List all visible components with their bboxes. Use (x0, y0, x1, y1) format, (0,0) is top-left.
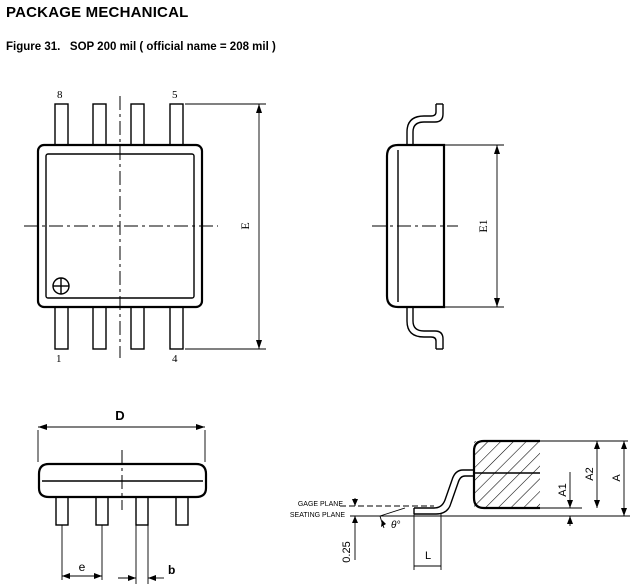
section-heading: PACKAGE MECHANICAL (6, 4, 189, 21)
front-body-outline (37, 462, 208, 499)
detail-body-section (472, 439, 540, 510)
pin-label-1: 1 (56, 353, 62, 365)
gage-plane-label: GAGE PLANE (298, 501, 343, 508)
dim-label-A: A (611, 474, 623, 482)
detail-lead (414, 469, 474, 509)
front-lead-2 (95, 496, 109, 526)
bottom-pin-2 (92, 306, 107, 350)
dim-label-D: D (115, 408, 124, 423)
bottom-pin-4 (169, 306, 184, 350)
pin-label-5: 5 (172, 89, 178, 101)
dim-label-E: E (238, 222, 252, 229)
side-body-outline (385, 143, 446, 309)
top-pin-7 (92, 103, 107, 146)
top-pin-5 (169, 103, 184, 146)
bottom-pin-3 (130, 306, 145, 350)
side-view: E1 (372, 103, 504, 350)
dim-label-0-25: 0.25 (341, 541, 353, 562)
front-lead-3 (135, 496, 149, 526)
detail-view: GAGE PLANE SEATING PLANE 0.25 θ° L A1 A2 (290, 439, 630, 570)
dim-label-L: L (425, 550, 431, 562)
front-view: D e b (37, 408, 208, 584)
angle-label: θ° (391, 520, 400, 531)
dim-label-A1: A1 (557, 483, 569, 496)
front-lead-1 (55, 496, 69, 526)
dim-label-e: e (79, 560, 86, 574)
bottom-pin-1 (54, 306, 69, 350)
figure-caption: Figure 31. SOP 200 mil ( official name =… (6, 41, 276, 53)
dim-label-b: b (168, 563, 175, 577)
front-lead-4 (175, 496, 189, 526)
dim-label-A2: A2 (584, 467, 596, 480)
lower-lead (412, 307, 444, 349)
upper-lead (412, 104, 444, 145)
pin-label-4: 4 (172, 353, 178, 365)
dim-label-E1: E1 (476, 219, 490, 232)
pin-label-8: 8 (57, 89, 63, 101)
seating-plane-label: SEATING PLANE (290, 512, 345, 519)
top-pin-8 (54, 103, 69, 146)
top-pin-6 (130, 103, 145, 146)
top-view: 8 5 1 4 E (24, 89, 266, 365)
